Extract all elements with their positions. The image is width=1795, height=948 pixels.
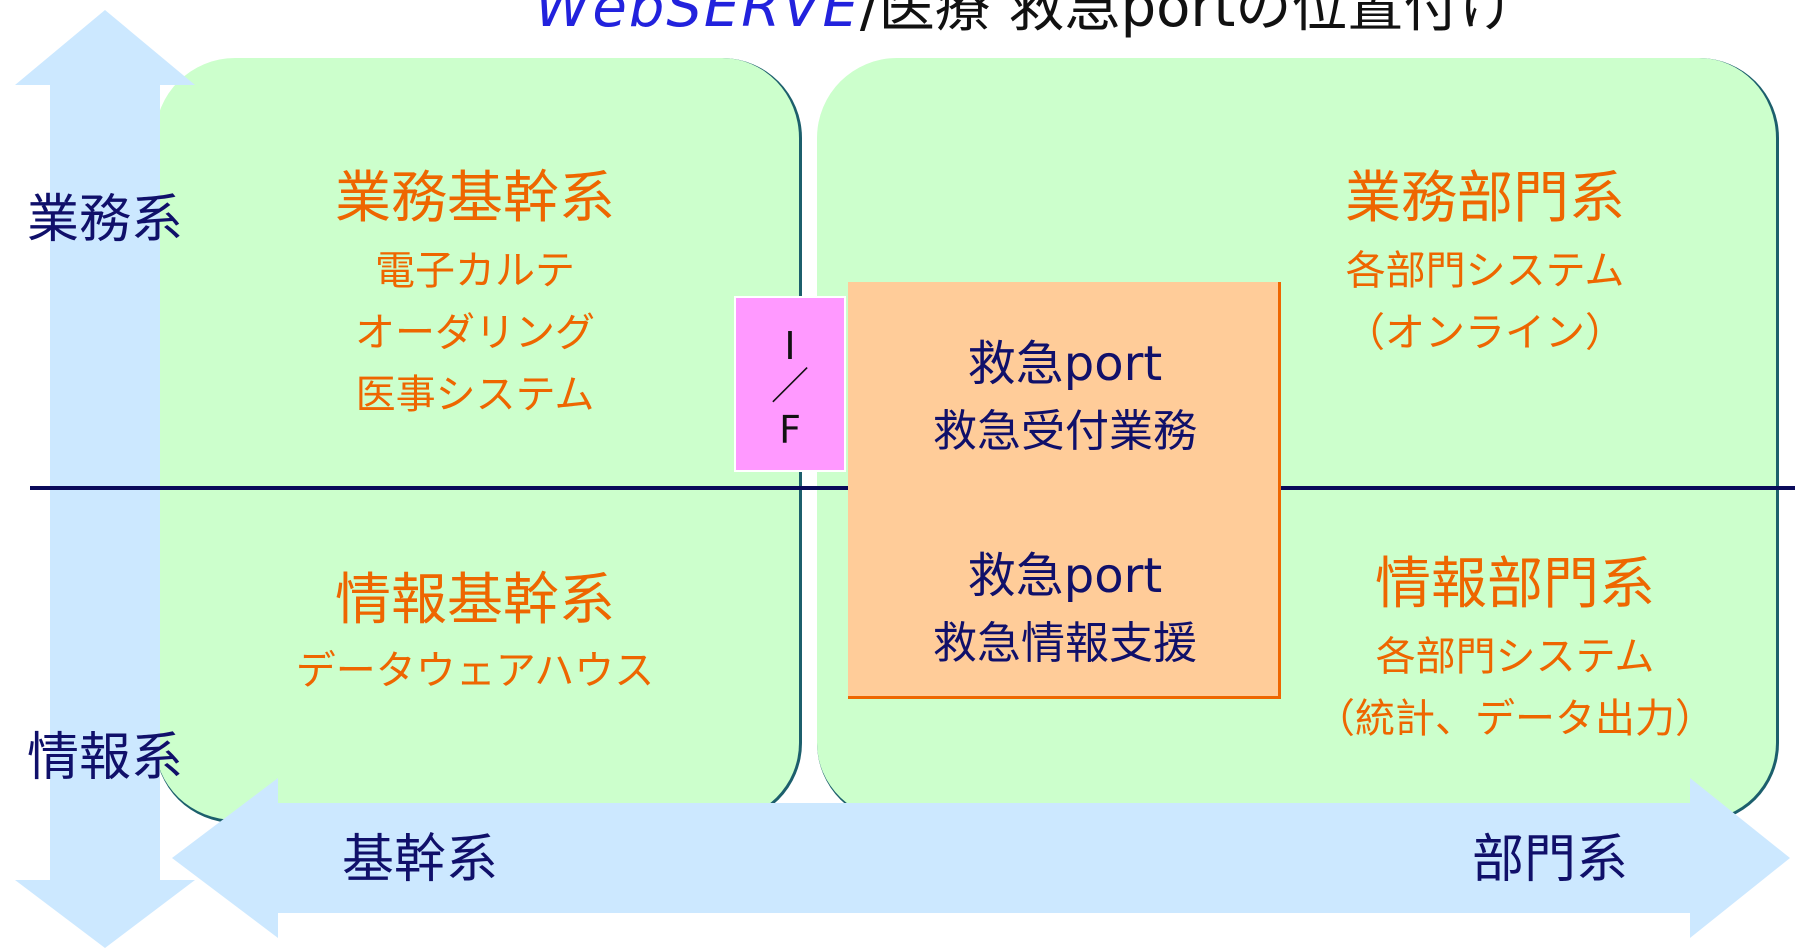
business-core-item: オーダリング: [355, 310, 595, 356]
interface-box: I ／ F: [734, 296, 846, 472]
business-dept-item: 各部門システム: [1345, 248, 1625, 294]
interface-label-slash: ／: [770, 364, 809, 408]
core-systems-panel: [155, 58, 802, 823]
slide-title: WebSERVE/医療 救急portの位置付け: [535, 0, 1795, 46]
info-core-item: データウェアハウス: [295, 648, 655, 694]
vertical-axis-arrow: [15, 10, 195, 948]
title-text: /医療 救急portの位置付け: [859, 0, 1516, 40]
info-core-title: 情報基幹系: [335, 568, 615, 633]
business-core-item: 医事システム: [355, 372, 595, 418]
horizontal-axis-arrow: [172, 778, 1790, 938]
axis-label-business: 業務系: [26, 190, 183, 250]
port-upper-title: 救急port: [967, 336, 1163, 392]
port-lower-title: 救急port: [967, 548, 1163, 604]
business-dept-title: 業務部門系: [1345, 166, 1625, 231]
business-dept-item: （オンライン）: [1345, 310, 1625, 356]
axis-label-information: 情報系: [26, 728, 183, 788]
business-core-title: 業務基幹系: [335, 166, 615, 231]
info-dept-item: 各部門システム: [1375, 634, 1655, 680]
emergency-port-box: [848, 282, 1281, 699]
interface-label-i: I: [784, 324, 796, 368]
axis-label-department: 部門系: [1471, 830, 1628, 890]
business-core-item: 電子カルテ: [375, 248, 575, 294]
port-upper-subtitle: 救急受付業務: [933, 406, 1197, 457]
info-dept-title: 情報部門系: [1375, 552, 1655, 617]
brand-logo-text: WebSERVE: [535, 0, 860, 40]
info-dept-item: （統計、データ出力）: [1315, 696, 1715, 742]
port-lower-subtitle: 救急情報支援: [933, 618, 1197, 669]
axis-label-core: 基幹系: [341, 830, 498, 890]
interface-label-f: F: [779, 408, 801, 452]
